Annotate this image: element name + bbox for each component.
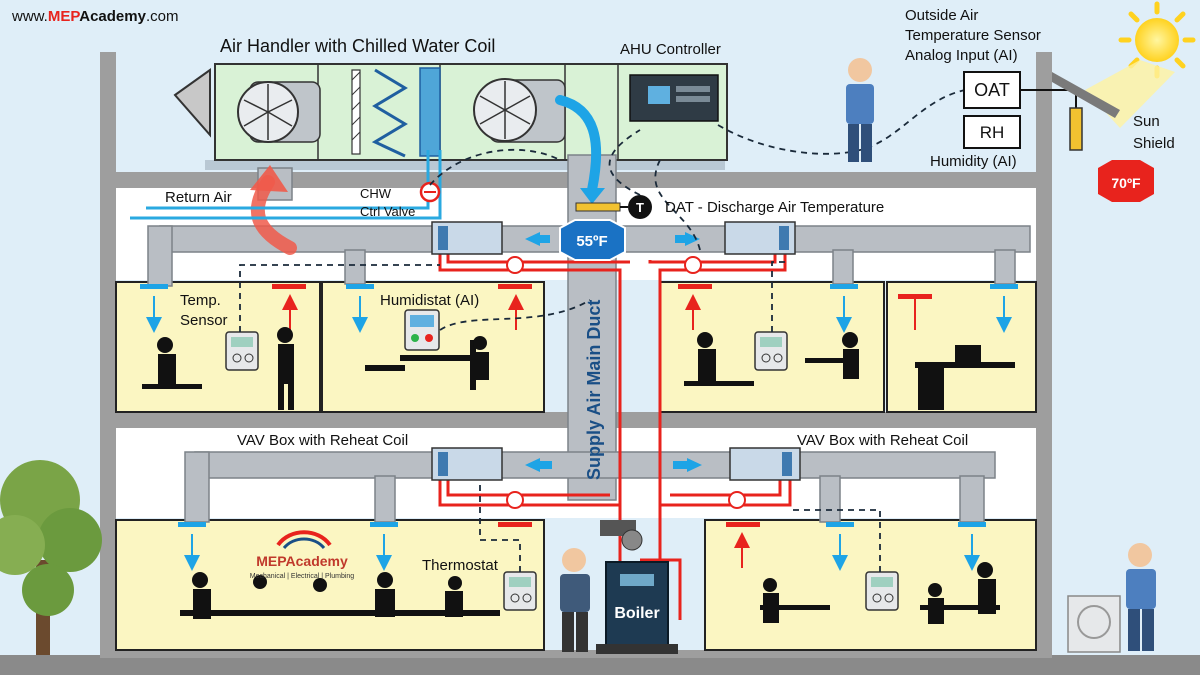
humidistat-label: Humidistat (AI)	[380, 292, 479, 309]
chw-label-1: CHW	[360, 186, 392, 201]
oat-probe-icon	[1069, 107, 1083, 151]
humidistat-icon	[404, 309, 440, 351]
technician-outside-icon	[1126, 543, 1156, 651]
supply-temp-badge	[559, 219, 626, 261]
technician-roof-icon	[846, 58, 874, 162]
sun-shield-icon	[1052, 72, 1120, 118]
vav-left-label: VAV Box with Reheat Coil	[237, 432, 408, 449]
pump-icon	[600, 520, 643, 551]
temp-sensor-label-1: Temp.	[180, 292, 221, 309]
supply-diffusers	[140, 284, 1018, 527]
dat-label: DAT - Discharge Air Temperature	[665, 199, 884, 216]
temp-sensor-label-2: Sensor	[180, 312, 228, 329]
oat-box-label: OAT	[974, 80, 1010, 100]
return-fan-icon	[237, 81, 321, 143]
oat-sensor-box	[963, 71, 1021, 109]
thermostat-icons	[225, 331, 899, 611]
sun-shield-label-1: Sun	[1133, 113, 1160, 130]
ahu-controller-icon	[629, 74, 719, 122]
boiler-label: Boiler	[614, 605, 659, 622]
supply-air-arrow	[555, 95, 602, 195]
control-wiring	[239, 89, 966, 572]
oat-sensor-label-1: Outside Air	[905, 7, 978, 24]
dat-symbol: T	[636, 200, 644, 215]
return-air-label: Return Air	[165, 189, 232, 206]
chw-label-2: Ctrl Valve	[360, 204, 415, 219]
ahu-controller-label: AHU Controller	[620, 41, 721, 58]
logo-tagline: Mechanical | Electrical | Plumbing	[250, 573, 355, 580]
vav-box-icons	[431, 221, 801, 481]
chilled-water-pipes	[130, 150, 442, 220]
rh-box-label: RH	[980, 123, 1005, 142]
brand-name: Academy	[79, 8, 146, 25]
supply-fan-icon	[473, 78, 566, 143]
lower-distribution-duct	[184, 451, 996, 523]
brand-accent: MEP	[47, 8, 80, 25]
vav-right-label: VAV Box with Reheat Coil	[797, 432, 968, 449]
condenser-unit-icon	[1067, 595, 1121, 653]
chw-control-valve-icon	[419, 181, 441, 203]
condenser-fan-icon	[1077, 605, 1111, 639]
tree-icon	[0, 460, 102, 655]
rh-sensor-box	[963, 115, 1021, 149]
reheat-valve-icons	[506, 256, 746, 509]
occupant-silhouettes	[142, 327, 1015, 624]
outdoor-temp-value: 70ºF	[1111, 175, 1141, 191]
supply-air-main-duct	[567, 154, 617, 501]
oat-sensor-label-2: Temperature Sensor	[905, 27, 1041, 44]
supply-temp-value: 55ºF	[576, 233, 607, 250]
supply-down-arrows	[146, 296, 1012, 571]
oat-sensor-label-3: Analog Input (AI)	[905, 47, 1018, 64]
logo-name: MEPAcademy	[256, 553, 348, 569]
supply-air-arrowhead	[580, 188, 605, 204]
technician-boiler-icon	[560, 548, 590, 652]
humidity-label: Humidity (AI)	[930, 153, 1017, 170]
brand-suffix: .com	[145, 8, 179, 25]
supply-duct-label: Supply Air Main Duct	[584, 300, 604, 480]
brand-url[interactable]: www.MEPAcademy.com	[12, 8, 178, 25]
dat-sensor-probe	[575, 202, 621, 212]
return-air-arrowhead	[250, 165, 288, 192]
ground	[0, 655, 1200, 675]
sun-shield-label-2: Shield	[1133, 135, 1175, 152]
brand-prefix: www.	[12, 8, 48, 25]
return-grilles	[272, 284, 932, 527]
building-wall-left	[100, 52, 116, 658]
ahu-title: Air Handler with Chilled Water Coil	[220, 36, 495, 56]
building-wall-right	[1036, 52, 1052, 658]
return-up-arrows	[282, 294, 750, 568]
floor-slab-1	[100, 650, 1052, 658]
mepacademy-logo	[276, 530, 332, 550]
outdoor-temp-badge	[1098, 160, 1154, 202]
thermostat-label: Thermostat	[422, 557, 499, 574]
boiler-icon	[596, 561, 678, 654]
room-lower-1	[115, 519, 545, 651]
dat-sensor-icon	[628, 195, 652, 219]
duct-flow-arrows	[525, 232, 702, 472]
